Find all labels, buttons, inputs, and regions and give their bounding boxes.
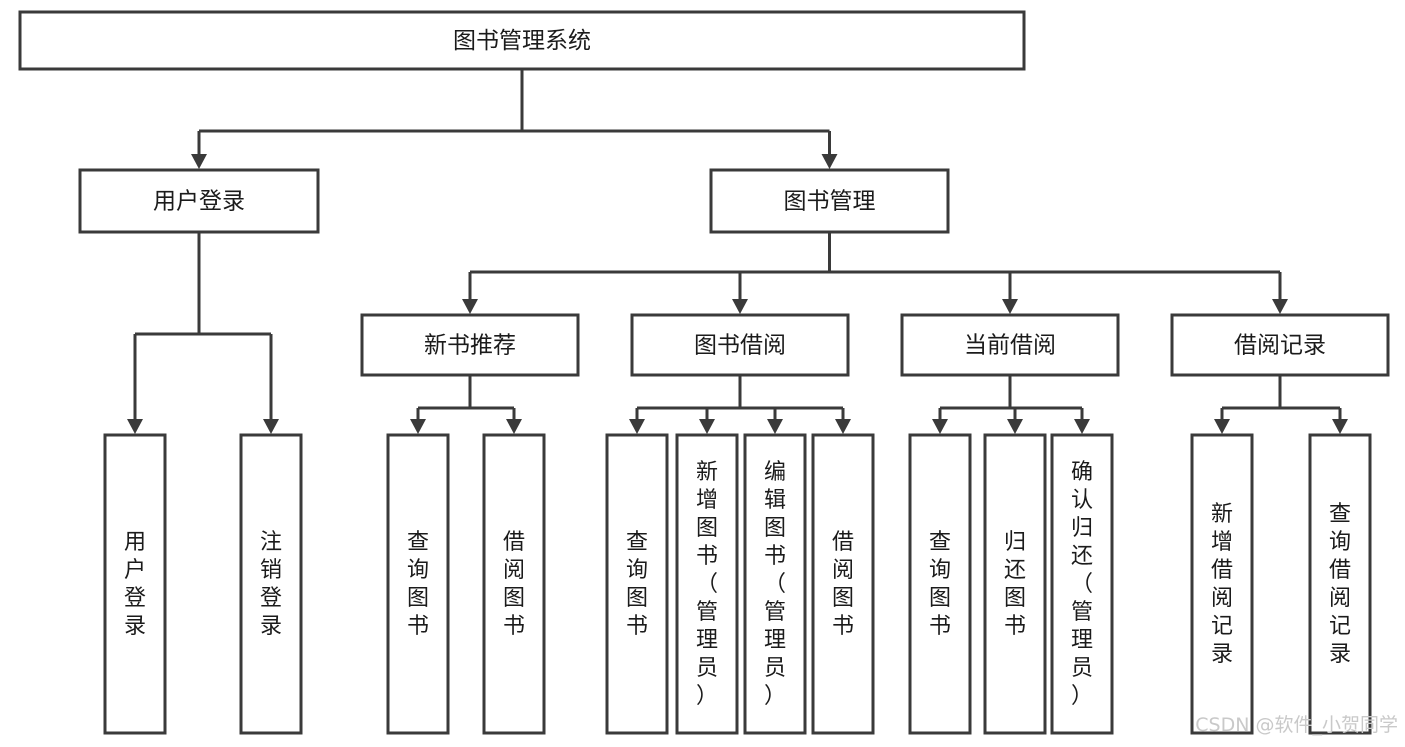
node-borrow[interactable]: 图书借阅 [630,313,850,377]
node-box [18,10,1026,71]
node-box [675,433,739,735]
node-leaf11[interactable]: 确认归还（管理员） [1050,433,1114,735]
node-box [103,433,167,735]
node-label: 图书借阅 [694,333,786,359]
node-leaf6[interactable]: 新增图书（管理员） [675,433,739,735]
node-label: 新增借阅记录 [1211,502,1233,667]
node-leaf5[interactable]: 查询图书 [605,433,669,735]
node-box [1050,433,1114,735]
node-label: 借阅图书 [832,530,854,639]
node-label: 查询图书 [626,530,648,639]
node-label: 图书管理 [784,189,876,215]
node-layer: 图书管理系统用户登录图书管理新书推荐图书借阅当前借阅借阅记录用户登录注销登录查询… [18,10,1390,735]
node-box [1308,433,1372,735]
csdn-watermark: CSDN @软件_小贺同学 [1195,714,1398,736]
node-label: 借阅记录 [1234,333,1326,359]
node-root[interactable]: 图书管理系统 [18,10,1026,71]
node-box [709,168,950,234]
node-label: 用户登录 [153,189,245,215]
node-box [239,433,303,735]
node-label: 归还图书 [1004,530,1026,639]
node-box [983,433,1047,735]
node-label: 确认归还（管理员） [1071,460,1093,709]
node-label: 当前借阅 [964,333,1056,359]
node-label: 查询图书 [929,530,951,639]
node-newbook[interactable]: 新书推荐 [360,313,580,377]
node-label: 查询借阅记录 [1329,502,1351,667]
node-label: 新增图书（管理员） [696,460,718,709]
node-box [1170,313,1390,377]
node-label: 新书推荐 [424,333,516,359]
node-box [743,433,807,735]
node-leaf1[interactable]: 用户登录 [103,433,167,735]
connector-layer [127,69,1348,434]
node-leaf7[interactable]: 编辑图书（管理员） [743,433,807,735]
node-leaf2[interactable]: 注销登录 [239,433,303,735]
node-box [811,433,875,735]
node-box [605,433,669,735]
node-label: 图书管理系统 [453,28,591,54]
node-bookmgmt[interactable]: 图书管理 [709,168,950,234]
node-leaf13[interactable]: 查询借阅记录 [1308,433,1372,735]
node-label: 编辑图书（管理员） [764,460,786,709]
node-box [908,433,972,735]
node-leaf8[interactable]: 借阅图书 [811,433,875,735]
node-login[interactable]: 用户登录 [78,168,320,234]
node-label: 用户登录 [124,530,146,639]
node-box [900,313,1120,377]
node-box [78,168,320,234]
node-records[interactable]: 借阅记录 [1170,313,1390,377]
node-box [1190,433,1254,735]
node-leaf3[interactable]: 查询图书 [386,433,450,735]
node-box [482,433,546,735]
node-leaf4[interactable]: 借阅图书 [482,433,546,735]
node-current[interactable]: 当前借阅 [900,313,1120,377]
node-label: 查询图书 [407,530,429,639]
node-label: 借阅图书 [503,530,525,639]
node-box [360,313,580,377]
node-leaf12[interactable]: 新增借阅记录 [1190,433,1254,735]
node-box [386,433,450,735]
node-box [630,313,850,377]
node-label: 注销登录 [260,530,282,639]
node-leaf9[interactable]: 查询图书 [908,433,972,735]
node-leaf10[interactable]: 归还图书 [983,433,1047,735]
